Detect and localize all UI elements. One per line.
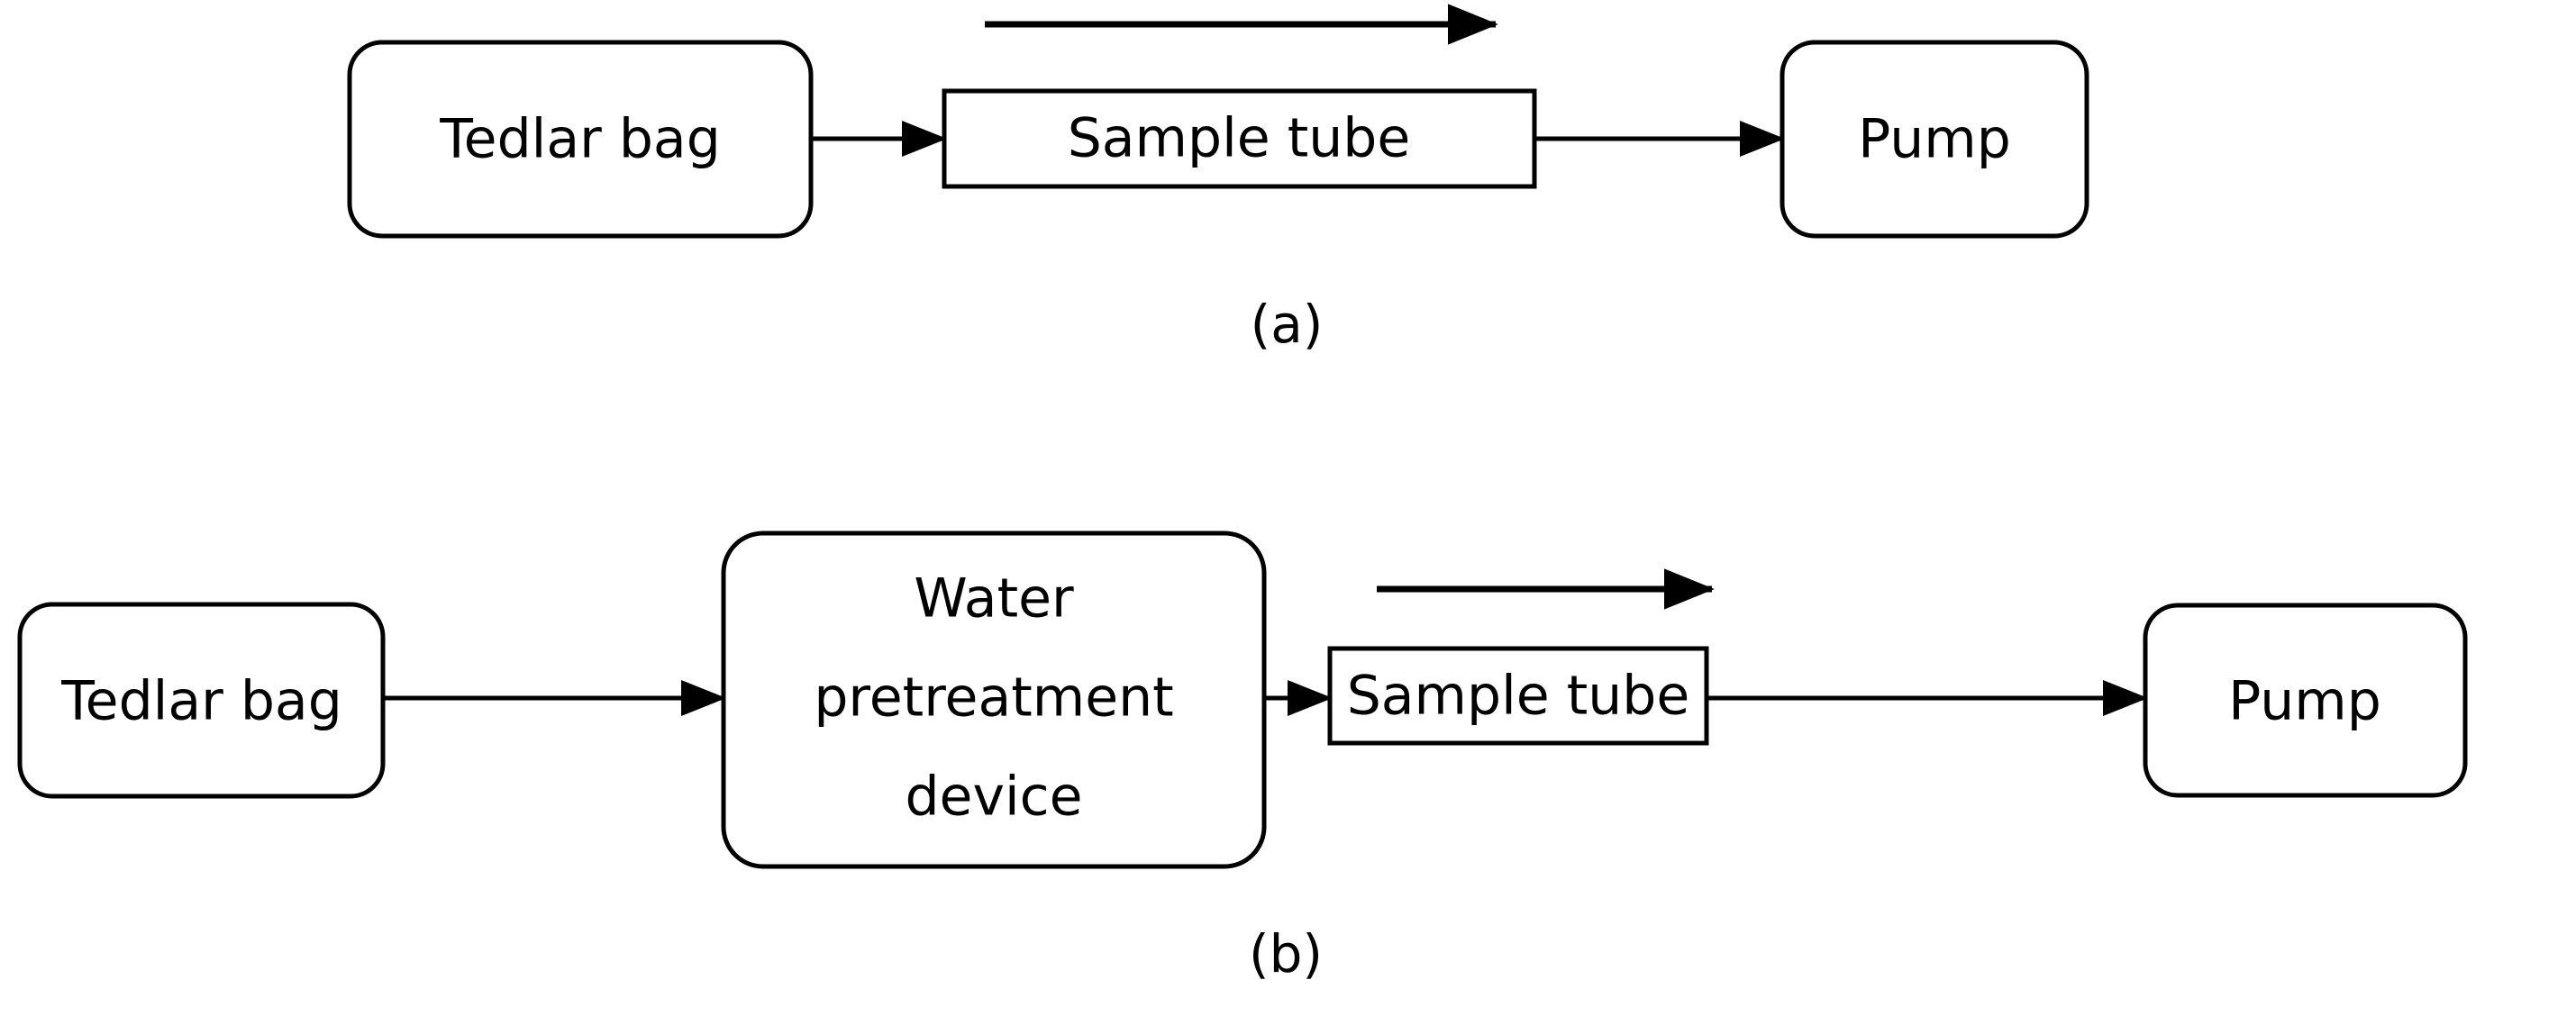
pump-label: Pump [1858, 108, 2011, 171]
node-sample-tube[interactable]: Sample tube [942, 88, 1537, 189]
water-pretreatment-device-label-line-1: Water [914, 567, 1074, 630]
sample-tube-box[interactable] [1327, 646, 1709, 746]
node-pump[interactable]: Pump [2143, 603, 2468, 798]
sample-tube-label: Sample tube [1347, 665, 1690, 728]
sample-tube-label: Sample tube [1068, 107, 1411, 170]
panel-b: Tedlar bag Water pretreatment device Sam… [17, 531, 2468, 984]
tedlar-bag-label: Tedlar bag [439, 108, 721, 171]
pump-box[interactable] [2143, 603, 2468, 798]
pump-label: Pump [2228, 670, 2381, 733]
water-pretreatment-device-label-line-3: device [905, 766, 1082, 829]
sample-tube-box[interactable] [942, 88, 1537, 189]
node-tedlar-bag[interactable]: Tedlar bag [17, 602, 386, 799]
node-sample-tube[interactable]: Sample tube [1327, 646, 1709, 746]
node-tedlar-bag[interactable]: Tedlar bag [347, 40, 814, 239]
pump-box[interactable] [1780, 40, 2089, 239]
panel-b-caption: (b) [1249, 923, 1323, 984]
node-pump[interactable]: Pump [1780, 40, 2089, 239]
water-pretreatment-device-label-line-2: pretreatment [814, 667, 1173, 730]
node-water-pretreatment-device[interactable]: Water pretreatment device [721, 531, 1267, 869]
tedlar-bag-label: Tedlar bag [60, 670, 342, 733]
panel-a-caption: (a) [1251, 294, 1324, 355]
panel-a: Tedlar bag Sample tube Pump (a) [347, 4, 2089, 355]
